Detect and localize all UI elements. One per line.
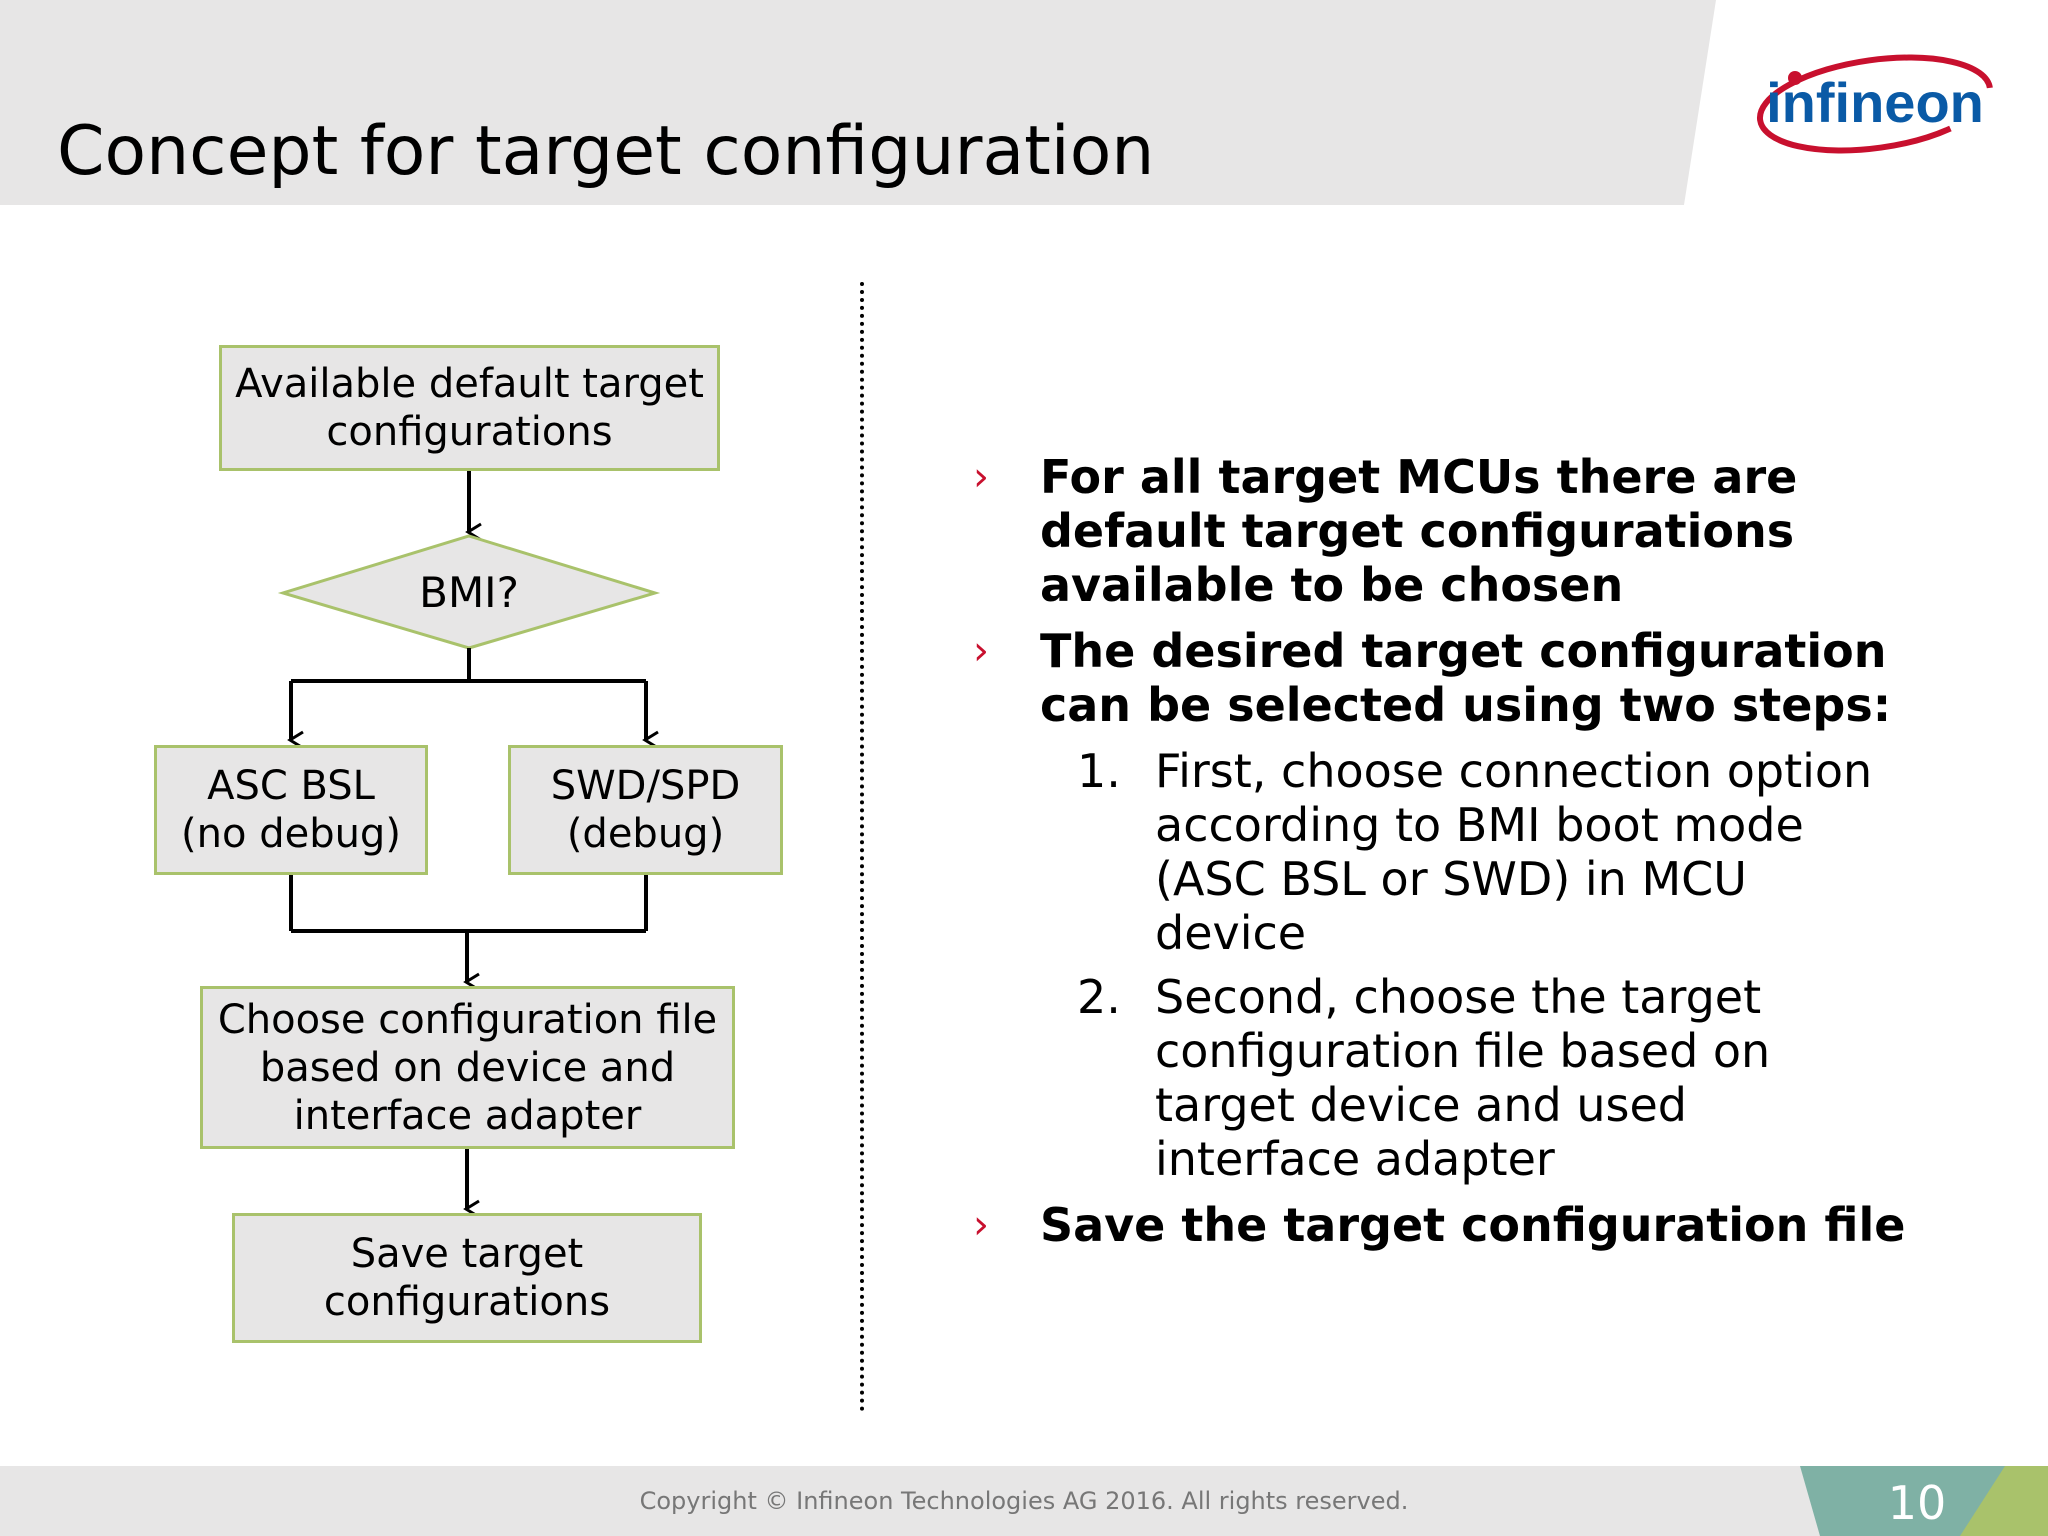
page-number-badge <box>1800 1466 2048 1536</box>
copyright-text: Copyright © Infineon Technologies AG 201… <box>639 1487 1409 1515</box>
chevron-right-icon: › <box>973 454 989 500</box>
node-bmi-label: BMI? <box>419 568 519 617</box>
chevron-right-icon: › <box>973 628 989 674</box>
footer-band <box>0 1466 2048 1536</box>
infineon-logo: infineon <box>1756 54 1994 154</box>
bullet-list: › For all target MCUs there are default … <box>965 450 2005 1264</box>
dotted-divider <box>860 282 864 1412</box>
node-swd-spd: SWD/SPD(debug) <box>508 745 783 875</box>
bullet-item: › Save the target configuration file <box>973 1198 1906 1252</box>
step-item: 2. Second, choose the target configurati… <box>1077 970 1771 1186</box>
page-title: Concept for target configuration <box>57 112 1155 191</box>
step-item: 1. First, choose connection option accor… <box>1077 744 1873 960</box>
flowchart-connectors <box>277 471 661 1219</box>
bullet-item: › For all target MCUs there are default … <box>973 450 1798 612</box>
header-band <box>0 0 1716 205</box>
chevron-right-icon: › <box>973 1202 989 1248</box>
bullet-item: › The desired target configuration can b… <box>973 624 1892 732</box>
numbered-steps: 1. First, choose connection option accor… <box>965 744 2005 1186</box>
svg-text:infineon: infineon <box>1766 71 1984 134</box>
page-number: 10 <box>1887 1476 1947 1530</box>
node-asc-bsl: ASC BSL(no debug) <box>154 745 428 875</box>
